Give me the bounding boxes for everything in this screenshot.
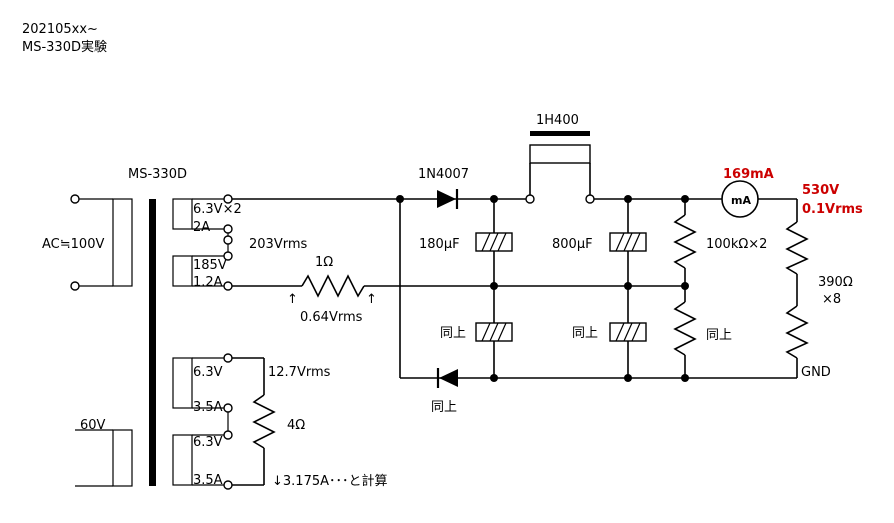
date-label: 202105xx~ bbox=[22, 22, 98, 37]
load-resistor-label: 390Ω bbox=[818, 275, 853, 290]
bleeder-resistor-lower bbox=[673, 301, 697, 356]
secondary-c2-current: 3.5A bbox=[193, 473, 223, 488]
choke-label: 1H400 bbox=[536, 113, 579, 128]
secondary-heater-c2-winding bbox=[172, 434, 193, 486]
bleeder-lower-label: 同上 bbox=[706, 328, 732, 343]
secondary-heater-c1-winding bbox=[172, 357, 193, 409]
secondary-c1-voltage: 6.3V bbox=[193, 365, 223, 380]
primary-voltage-label: AC≒100V bbox=[42, 237, 104, 252]
primary-60v-winding bbox=[112, 429, 133, 487]
r1-arrow-left-icon: ↑ bbox=[287, 292, 298, 307]
secondary-b-voltage: 185V bbox=[193, 258, 227, 273]
output-ripple: 0.1Vrms bbox=[802, 202, 863, 217]
choke-core bbox=[530, 131, 590, 136]
bleeder-resistor-upper bbox=[673, 214, 697, 269]
hv-voltage-label: 203Vrms bbox=[249, 237, 307, 252]
r1-arrow-right-icon: ↑ bbox=[366, 292, 377, 307]
secondary-b-current: 1.2A bbox=[193, 275, 223, 290]
hv-circuit: 1N4007 1Ω 203Vrms ↑ ↑ 0.64Vrms 同上 180μF … bbox=[232, 113, 863, 415]
transformer-core bbox=[149, 199, 156, 486]
capacitor-2-label: 800μF bbox=[552, 237, 593, 252]
transformer-name: MS-330D bbox=[128, 167, 187, 182]
primary-winding bbox=[112, 198, 133, 287]
diode-2-label: 同上 bbox=[431, 400, 457, 415]
capacitor-1-label: 180μF bbox=[419, 237, 460, 252]
secondary-hv-winding bbox=[172, 255, 193, 287]
heater-voltage-label: 12.7Vrms bbox=[268, 365, 331, 380]
primary-60v-label: 60V bbox=[80, 418, 106, 433]
secondary-c1-current: 3.5A bbox=[193, 400, 223, 415]
heater-load: 12.7Vrms 4Ω ↓3.175A･･･と計算 bbox=[232, 357, 388, 489]
load-resistor-count: ×8 bbox=[822, 292, 841, 307]
r1-voltage-label: 0.64Vrms bbox=[300, 310, 363, 325]
r1-label: 1Ω bbox=[315, 255, 333, 270]
gnd-label: GND bbox=[801, 365, 831, 380]
secondary-a-voltage: 6.3V×2 bbox=[193, 202, 242, 217]
secondary-heater-a-winding bbox=[172, 198, 193, 230]
secondary-a-current: 2A bbox=[193, 220, 210, 235]
meter-unit-label: mA bbox=[731, 194, 751, 207]
diode-1-label: 1N4007 bbox=[418, 167, 469, 182]
heater-current-note: ↓3.175A･･･と計算 bbox=[272, 473, 388, 489]
load-resistor-upper bbox=[785, 221, 809, 275]
primary-terminal-top bbox=[70, 194, 80, 204]
choke-inductor bbox=[529, 144, 591, 164]
meter-reading: 169mA bbox=[723, 167, 774, 182]
diode-2 bbox=[439, 369, 458, 387]
capacitor-2-lower-label: 同上 bbox=[572, 326, 598, 341]
secondary-c2-voltage: 6.3V bbox=[193, 435, 223, 450]
diode-1 bbox=[437, 190, 456, 208]
primary-terminal-bottom bbox=[70, 281, 80, 291]
capacitor-1-lower-label: 同上 bbox=[440, 326, 466, 341]
transformer: MS-330D AC≒100V 60V 6.3V×2 2A 185V 1.2A bbox=[42, 167, 242, 490]
heater-resistor-label: 4Ω bbox=[287, 418, 305, 433]
page-title: MS-330D実験 bbox=[22, 39, 107, 55]
load-resistor-lower bbox=[785, 305, 809, 359]
output-voltage: 530V bbox=[802, 183, 839, 198]
bleeder-label: 100kΩ×2 bbox=[706, 237, 767, 252]
